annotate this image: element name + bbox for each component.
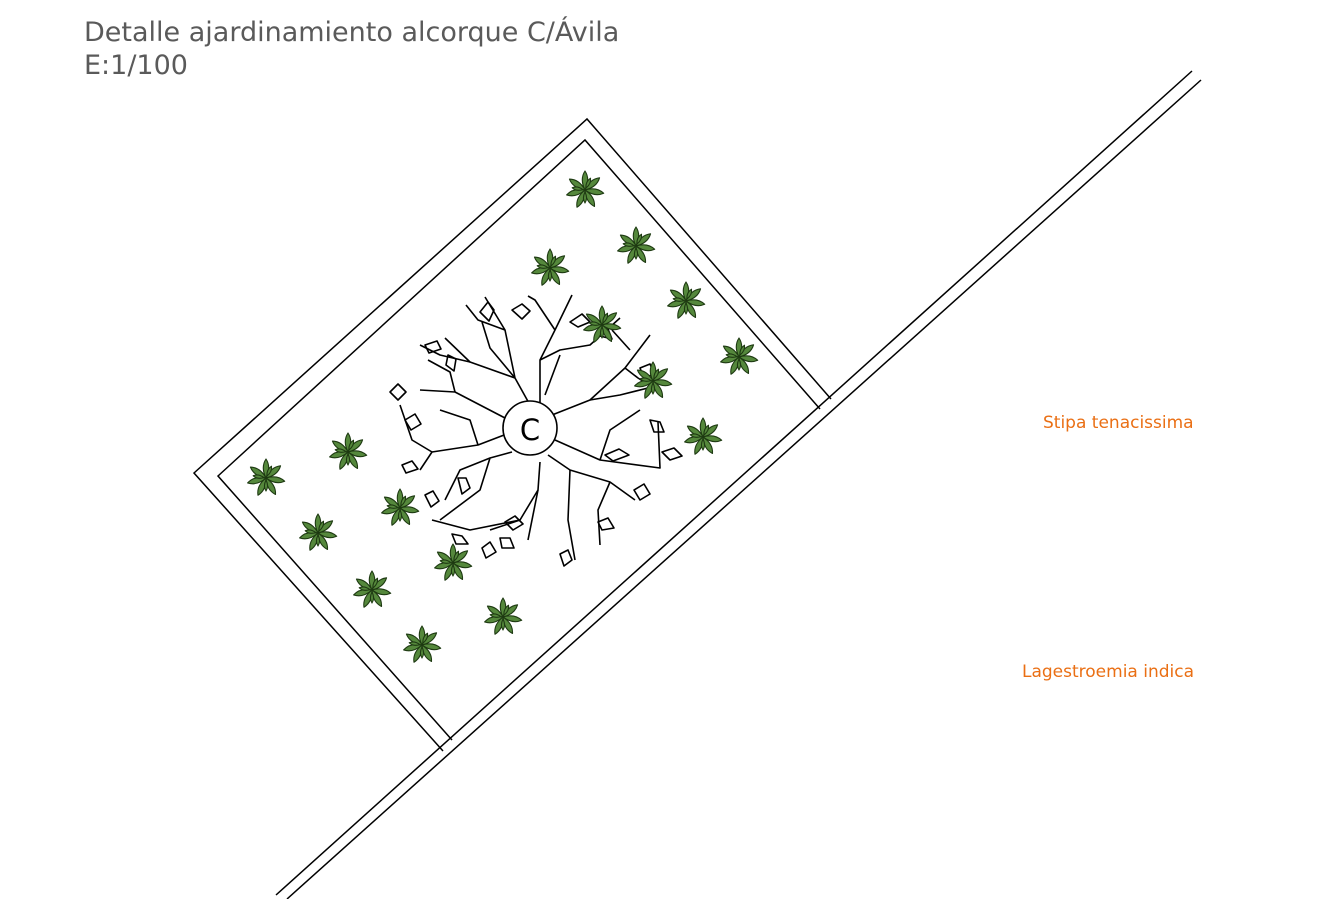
stipa-tenacissima-plant-icon: [565, 170, 605, 209]
lagestroemia-indica-tree-icon: [389, 294, 683, 567]
tree-mark-label: C: [520, 413, 540, 447]
tree-pit-inner-edge: [216, 138, 821, 741]
stipa-tenacissima-plant-icon: [683, 417, 723, 456]
tree-pit-outline: [192, 117, 832, 752]
stipa-tenacissima-plant-icon: [483, 597, 523, 636]
legend-label-stipa-tenacissima: Stipa tenacissima: [1043, 413, 1194, 433]
stipa-tenacissima-plant-icon: [402, 625, 442, 664]
stipa-tenacissima-plant-icon: [246, 458, 286, 497]
legend-label-lagestroemia-indica: Lagestroemia indica: [1022, 662, 1195, 682]
stipa-tenacissima-plant-icon: [582, 305, 622, 344]
stipa-tenacissima-plant-icon: [719, 337, 759, 376]
stipa-tenacissima-plant-icon: [380, 488, 420, 527]
stipa-tenacissima-plant-icon: [530, 248, 570, 287]
title-block: Detalle ajardinamiento alcorque C/Ávila …: [84, 16, 619, 82]
drawing-title: Detalle ajardinamiento alcorque C/Ávila: [84, 17, 620, 48]
stipa-tenacissima-plant-icon: [616, 226, 656, 265]
stipa-tenacissima-plant-icon: [352, 570, 392, 609]
street-edge-line-outer: [275, 70, 1193, 896]
stipa-tenacissima-plant-icon: [433, 543, 473, 582]
stipa-tenacissima-plant-icon: [298, 513, 338, 552]
street-edge: [275, 70, 1202, 899]
drawing-scale: E:1/100: [84, 50, 188, 81]
street-edge-line-inner: [286, 79, 1202, 899]
stipa-tenacissima-plant-icon: [666, 281, 706, 320]
tree-pit-outer-edge: [192, 117, 832, 752]
stipa-tenacissima-plant-icon: [328, 432, 368, 471]
